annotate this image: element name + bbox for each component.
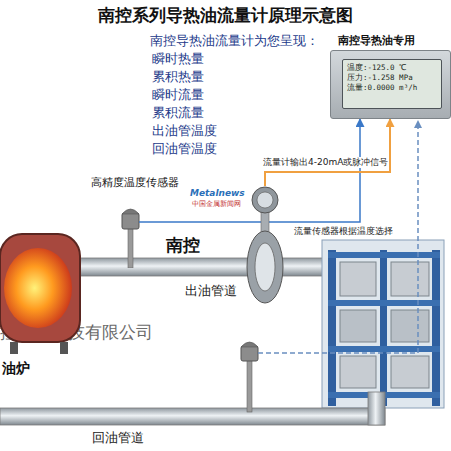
note-label: 瞬时流量 [152,87,204,103]
note-label: Metalnews [190,188,245,199]
note-label: 南控导热油流量计为您呈现： [150,33,319,49]
node-text: 南控导热油专用 [338,33,415,48]
transmitter-face [257,192,273,208]
heat-consumer-machine [322,240,444,408]
transmitter [252,187,278,213]
note-label: 流量传感器根据温度选择 [293,226,394,237]
display-screen: 温度:-125.0 ℃压力:-1.258 MPa流量:0.0000 m³/h [342,59,442,109]
flange [247,231,283,303]
diagram-title: 南控系列导热油流量计原理示意图 [0,4,451,27]
node-text: 流量:0.0000 m³/h [347,83,437,93]
node-text: 高精度温度传感器 [91,176,179,190]
flame [4,248,72,328]
note-label: 回油管温度 [152,141,217,157]
note-label: 瞬时热量 [152,51,204,67]
note-label: 中国金属新闻网 [192,200,241,208]
node-text: 南控 [166,234,200,257]
note-label: 累积流量 [152,105,204,121]
boiler-leg [60,342,68,354]
sensor-cap [122,209,139,214]
node-text: 油炉 [2,360,30,378]
return-pipe [0,408,385,425]
note-label: 累积热量 [152,69,204,85]
boiler-shell [0,234,80,342]
boiler-symbol [0,226,88,382]
boiler: 油炉 [0,226,88,382]
edge-label: 流量计输出4-20mA或脉冲信号 [262,157,389,168]
note-label: 回油管道 [92,430,144,446]
return-pipe-riser [368,392,385,425]
note-label: 出油管温度 [152,123,217,139]
flow-meter: 南控 [163,186,295,312]
signal-connector [265,119,390,186]
flange-bore [255,243,275,291]
instrument-panel: 南控导热油专用温度:-125.0 ℃压力:-1.258 MPa流量:0.0000… [330,33,451,119]
node-text: 温度:-125.0 ℃ [347,63,437,73]
note-label: 出油管道 [185,283,237,299]
node-text: 压力:-1.258 MPa [347,73,437,83]
sensor-head [122,213,139,229]
thermowell [128,228,133,268]
boiler-leg [10,342,18,354]
sensor-cable [139,221,190,223]
return-temperature-sensor [241,342,258,412]
signal-wire [258,121,418,353]
outlet-pipe [70,258,332,276]
